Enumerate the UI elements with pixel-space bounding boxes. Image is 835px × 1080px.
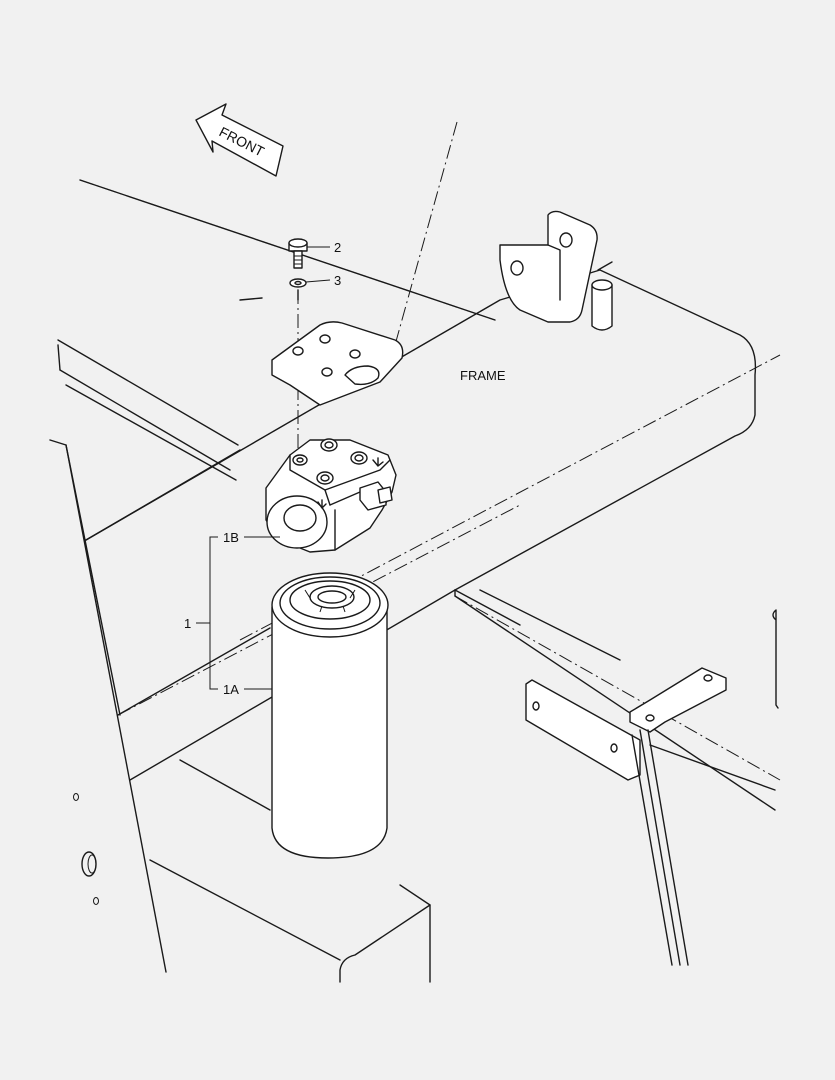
frame-upper-bracket xyxy=(499,210,613,331)
callout-filter-head: 1B xyxy=(223,530,239,545)
callouts: FRAME 2 3 1B 1A 1 xyxy=(184,240,506,697)
mounting-plate xyxy=(271,321,404,406)
frame-beam xyxy=(49,179,776,983)
callout-filter-element: 1A xyxy=(223,682,239,697)
callout-washer: 3 xyxy=(334,273,341,288)
bolt xyxy=(288,238,308,269)
washer xyxy=(289,278,307,288)
assembly-bracket xyxy=(196,536,218,690)
callout-filter-assembly: 1 xyxy=(184,616,191,631)
frame-label: FRAME xyxy=(460,368,506,383)
front-arrow: FRONT xyxy=(195,103,284,177)
washer-leader xyxy=(305,279,331,283)
right-bracket xyxy=(525,609,779,966)
callout-bolt: 2 xyxy=(334,240,341,255)
filter-head xyxy=(265,438,397,553)
filter-element xyxy=(271,572,389,859)
